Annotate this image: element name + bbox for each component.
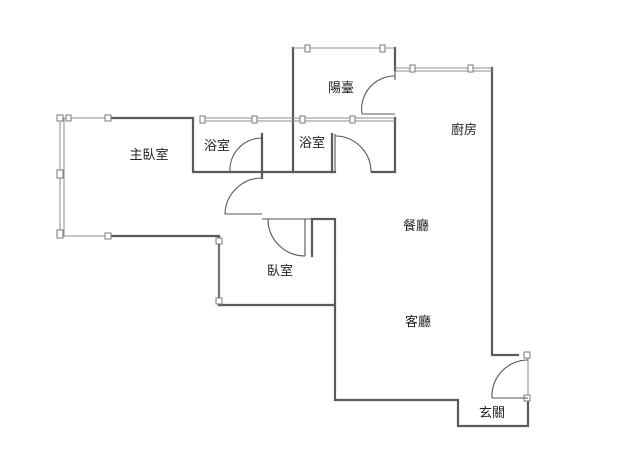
label-kitchen: 廚房 bbox=[451, 122, 477, 138]
label-bedroom: 臥室 bbox=[267, 263, 293, 279]
walls bbox=[106, 46, 530, 428]
label-master-bedroom: 主臥室 bbox=[129, 147, 168, 163]
label-bath-2: 浴室 bbox=[299, 135, 325, 151]
label-living: 客廳 bbox=[405, 314, 431, 330]
label-dining: 餐廳 bbox=[403, 218, 429, 234]
doors bbox=[224, 70, 529, 399]
label-bath-1: 浴室 bbox=[204, 138, 230, 154]
room-labels: 主臥室 浴室 浴室 陽臺 廚房 餐廳 臥室 客廳 玄關 bbox=[129, 81, 505, 421]
label-balcony: 陽臺 bbox=[328, 81, 354, 96]
label-entrance: 玄關 bbox=[479, 406, 505, 421]
windows bbox=[56, 44, 531, 402]
